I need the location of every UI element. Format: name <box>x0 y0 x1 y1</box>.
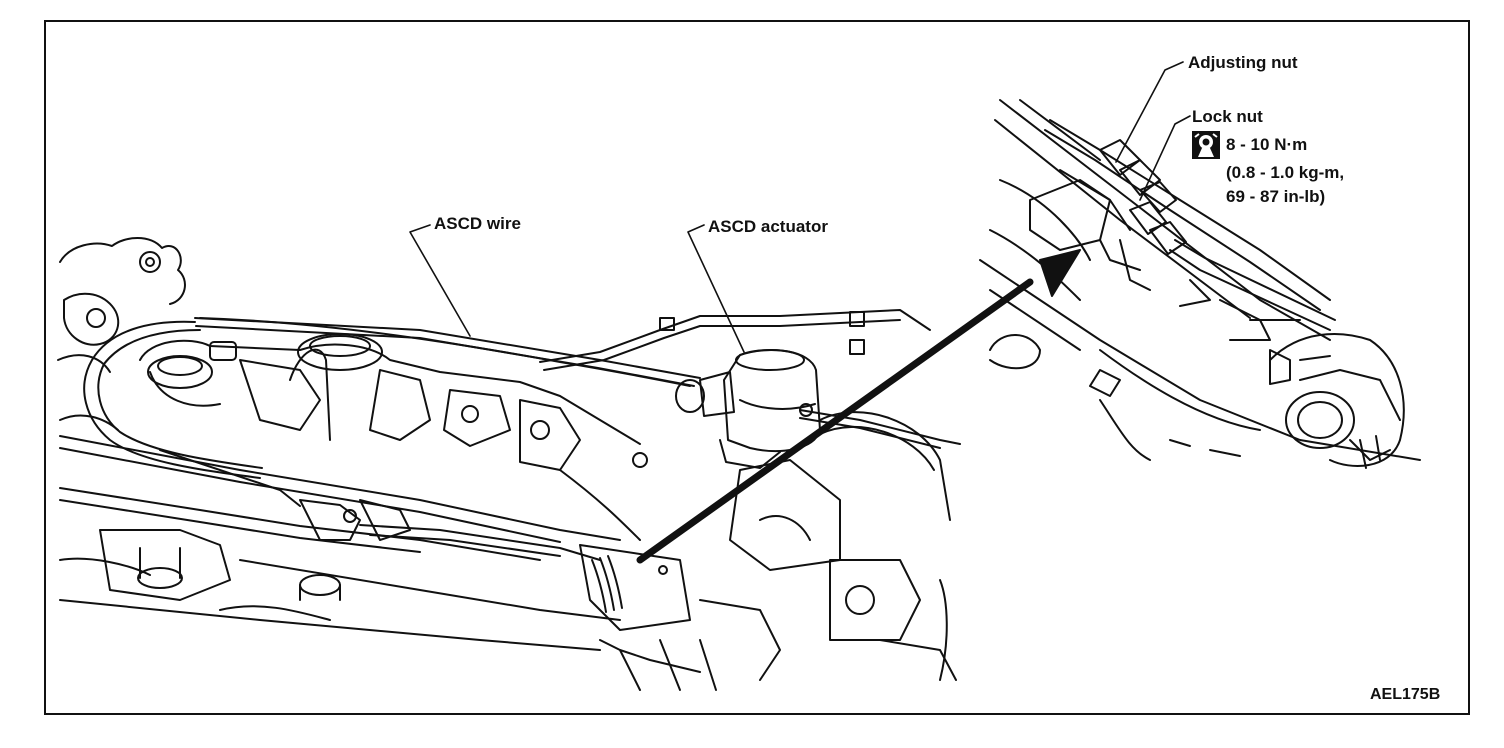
lock-nut-leader <box>1139 115 1191 201</box>
lock-nut-label: Lock nut <box>1192 107 1263 126</box>
adjusting-nut-leader <box>1115 61 1184 163</box>
figure-frame <box>44 20 1470 715</box>
torque-wrench-icon <box>1192 131 1220 159</box>
torque-value-nm: 8 - 10 N·m <box>1226 135 1308 154</box>
ascd-actuator-leader <box>687 224 745 353</box>
leader-lines <box>409 61 1191 353</box>
torque-value-kgm: (0.8 - 1.0 kg-m, <box>1226 163 1345 182</box>
engine-bay-drawing <box>57 237 961 691</box>
ascd-actuator-label: ASCD actuator <box>708 217 828 236</box>
figure-code: AEL175B <box>1370 686 1441 703</box>
ascd-wire-label: ASCD wire <box>434 214 521 233</box>
detail-arrow <box>636 249 1081 564</box>
adjusting-nut-label: Adjusting nut <box>1188 53 1298 72</box>
torque-value-inlb: 69 - 87 in-lb) <box>1226 187 1326 206</box>
ascd-wire-leader <box>409 224 471 337</box>
